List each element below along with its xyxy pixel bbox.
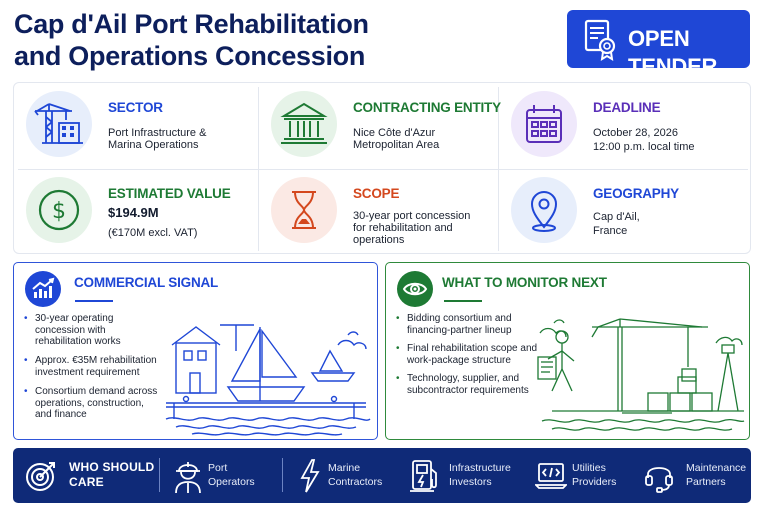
estimated-value-heading: ESTIMATED VALUE: [108, 186, 231, 201]
target-icon: [26, 462, 55, 491]
geography-value-line: France: [593, 225, 628, 237]
growth-chart-icon: [32, 277, 55, 298]
dollar-coin-icon: $: [38, 189, 80, 231]
badge-label: OPEN TENDER: [628, 26, 718, 79]
page-title: Cap d'Ail Port Rehabilitation and Operat…: [14, 8, 534, 72]
sector-heading: SECTOR: [108, 100, 163, 115]
commercial-signal-panel: COMMERCIAL SIGNAL • 30-year operating co…: [13, 262, 378, 440]
sector-value-line: Marina Operations: [108, 139, 199, 151]
scope-value-line: 30-year port concession: [353, 210, 471, 222]
certificate-icon: [584, 19, 616, 61]
title-line-2: and Operations Concession: [14, 41, 366, 71]
deadline-heading: DEADLINE: [593, 100, 661, 115]
deadline-value-line: October 28, 2026: [593, 127, 679, 139]
geography-card: GEOGRAPHY Cap d'Ail, France: [499, 169, 744, 255]
map-pin-icon: [530, 191, 558, 232]
harbor-illustration: [165, 324, 371, 436]
worker-helmet-icon: [175, 462, 201, 494]
government-building-icon: [280, 102, 328, 144]
audience-label: Port Operators: [208, 462, 255, 488]
open-tender-badge: OPEN TENDER: [567, 10, 750, 79]
geography-value-line: Cap d'Ail,: [593, 211, 640, 223]
eye-icon: [402, 282, 428, 296]
heading-underline: [444, 300, 482, 302]
who-should-care-label: WHO SHOULD CARE: [69, 460, 155, 489]
estimated-value-card: $ ESTIMATED VALUE $194.9M (€170M excl. V…: [14, 169, 259, 255]
estimated-value-eur: (€170M excl. VAT): [108, 227, 198, 239]
lightning-icon: [300, 459, 320, 493]
deadline-value-line: 12:00 p.m. local time: [593, 141, 695, 153]
estimated-value-amount: $194.9M: [108, 205, 159, 220]
construction-illustration: [537, 318, 745, 431]
contracting-entity-heading: CONTRACTING ENTITY: [353, 100, 501, 115]
who-should-care-footer: WHO SHOULD CARE Port Operators Marine Co…: [13, 448, 751, 503]
contracting-entity-value-line: Metropolitan Area: [353, 139, 440, 151]
audience-label: Utilities Providers: [572, 462, 617, 488]
contracting-entity-card: CONTRACTING ENTITY Nice Côte d'Azur Metr…: [259, 83, 504, 169]
commercial-signal-heading: COMMERCIAL SIGNAL: [74, 275, 219, 290]
title-line-1: Cap d'Ail Port Rehabilitation: [14, 9, 369, 39]
scope-card: SCOPE 30-year port concession for rehabi…: [259, 169, 504, 255]
crane-building-icon: [34, 103, 83, 144]
laptop-code-icon: [535, 463, 567, 489]
monitor-next-heading: WHAT TO MONITOR NEXT: [442, 275, 607, 290]
fuel-pump-icon: [410, 460, 437, 492]
monitor-next-panel: WHAT TO MONITOR NEXT • Bidding consortiu…: [385, 262, 750, 440]
sector-value-line: Port Infrastructure &: [108, 127, 207, 139]
contracting-entity-value-line: Nice Côte d'Azur: [353, 127, 436, 139]
hourglass-icon: [292, 191, 316, 229]
scope-value-line: operations: [353, 234, 405, 246]
footer-divider: [159, 458, 160, 492]
heading-underline: [75, 300, 113, 302]
geography-heading: GEOGRAPHY: [593, 186, 679, 201]
tender-info-grid: SECTOR Port Infrastructure & Marina Oper…: [13, 82, 751, 254]
sector-card: SECTOR Port Infrastructure & Marina Oper…: [14, 83, 259, 169]
svg-text:$: $: [52, 199, 66, 224]
scope-heading: SCOPE: [353, 186, 400, 201]
headset-icon: [645, 467, 673, 493]
audience-label: Marine Contractors: [328, 462, 383, 488]
calendar-icon: [526, 105, 562, 143]
audience-label: Maintenance Partners: [686, 462, 747, 488]
grid-divider: [18, 169, 748, 170]
scope-value-line: for rehabilitation and: [353, 222, 453, 234]
deadline-card: DEADLINE October 28, 2026 12:00 p.m. loc…: [499, 83, 744, 169]
footer-divider: [282, 458, 283, 492]
audience-label: Infrastructure Investors: [449, 462, 511, 488]
